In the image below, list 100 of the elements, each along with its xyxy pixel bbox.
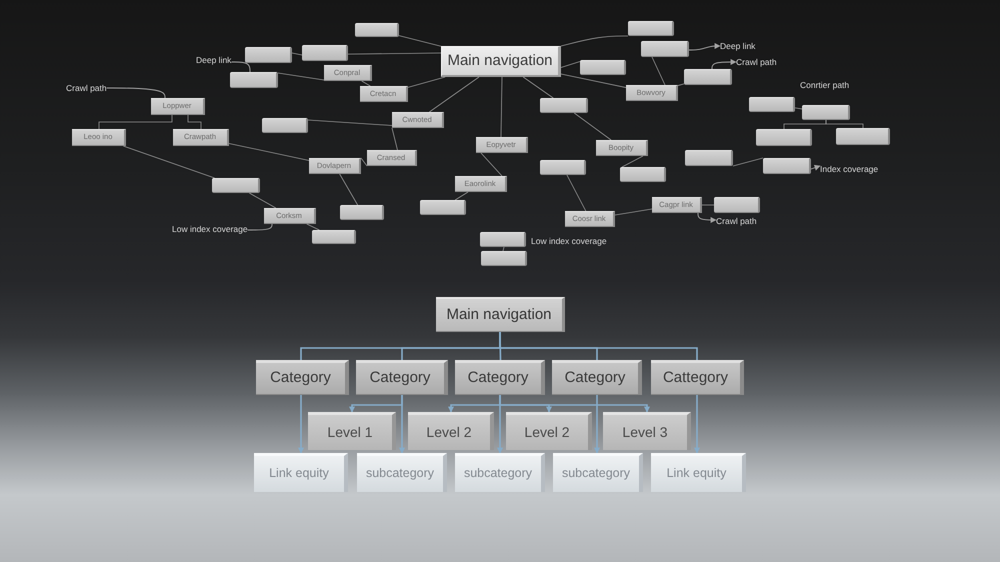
page-box [620, 167, 666, 182]
page-box [802, 105, 850, 120]
page-box [340, 205, 384, 220]
callout-label: Crawl path [66, 82, 107, 94]
page-box [245, 47, 292, 63]
box-label: Main navigation [447, 52, 553, 70]
leader-arrow [810, 164, 821, 171]
box-label: Cattegory [662, 370, 728, 387]
connector-line [702, 204, 714, 206]
level-box [408, 412, 494, 450]
box-label: Link equity [269, 467, 329, 481]
box-label: Category [468, 370, 528, 387]
leader-arrow [712, 59, 737, 70]
leader-line [247, 224, 272, 230]
box-label: Level 2 [524, 424, 570, 440]
nav-box [436, 297, 565, 332]
page-box [455, 176, 507, 192]
category-box [356, 360, 448, 395]
page-box [836, 128, 890, 145]
connector-line [98, 114, 172, 130]
connector-line [298, 395, 304, 454]
connector-line [248, 192, 276, 208]
page-box [357, 453, 447, 492]
page-box [596, 140, 648, 156]
box-label: Link equity [666, 467, 726, 481]
connector-line [560, 74, 626, 88]
connector-line [522, 76, 554, 98]
page-box [230, 72, 278, 88]
page-box [540, 98, 588, 113]
connector-line [499, 332, 698, 360]
connector-line [694, 395, 700, 454]
connector-line [398, 35, 442, 47]
connector-line [652, 56, 666, 86]
connector-line [399, 395, 405, 454]
box-label: Level 1 [327, 424, 373, 440]
callout-label: Crawl path [716, 215, 757, 227]
page-box [72, 129, 126, 146]
page-box [580, 60, 626, 75]
page-box [684, 69, 732, 85]
page-box [481, 251, 527, 266]
leader-line [106, 88, 166, 98]
connector-line [732, 158, 764, 166]
leader-line [231, 62, 250, 72]
page-box [626, 85, 678, 101]
connector-line [614, 208, 652, 216]
leader-arrow [698, 212, 717, 223]
page-box [476, 137, 528, 153]
page-box [540, 160, 586, 175]
box-label: Level 2 [426, 424, 472, 440]
level-box [506, 412, 592, 450]
page-box [685, 150, 733, 166]
connector-line [500, 76, 502, 138]
page-box [262, 118, 308, 133]
category-box [455, 360, 545, 395]
leader-arrow [688, 43, 721, 50]
page-box [652, 197, 702, 213]
category-box [256, 360, 349, 395]
callout-label: Deep link [196, 54, 232, 66]
page-box [553, 453, 643, 492]
connector-line [228, 143, 310, 161]
page-box [749, 97, 795, 112]
nav-box [441, 46, 561, 77]
level-box [603, 412, 691, 450]
level-box [308, 412, 396, 450]
callout-label: Conrtier path [800, 79, 850, 91]
connector-line [278, 72, 324, 80]
connector-line [348, 52, 442, 54]
callout-label: Deep link [720, 40, 756, 52]
page-box [360, 86, 408, 102]
connector-line [794, 108, 802, 110]
box-label: Category [564, 370, 626, 387]
connector-line [594, 395, 600, 454]
page-box [151, 98, 205, 115]
page-box [641, 41, 689, 57]
box-label: Category [270, 370, 331, 387]
page-box [651, 453, 746, 492]
page-box [714, 197, 760, 213]
connector-line [622, 156, 644, 168]
page-box [355, 23, 399, 37]
callout-label: Index coverage [820, 163, 878, 175]
connector-line [308, 120, 392, 126]
connector-line [497, 395, 503, 454]
connector-line [292, 52, 302, 56]
connector-line [361, 80, 371, 86]
connector-line [502, 246, 504, 252]
page-box [455, 453, 545, 492]
box-label: subcategory [366, 467, 434, 481]
connector-line [826, 120, 864, 128]
page-box [212, 178, 260, 193]
connector-line [428, 76, 480, 112]
connector-line [306, 224, 320, 230]
connector-line [122, 146, 215, 178]
connector-line [566, 174, 586, 212]
callout-label: Low index coverage [531, 235, 607, 247]
connector-line [408, 76, 446, 88]
page-box [392, 112, 444, 128]
page-box [420, 200, 466, 215]
category-box [651, 360, 744, 395]
page-box [480, 232, 526, 247]
connector-line [454, 192, 468, 200]
